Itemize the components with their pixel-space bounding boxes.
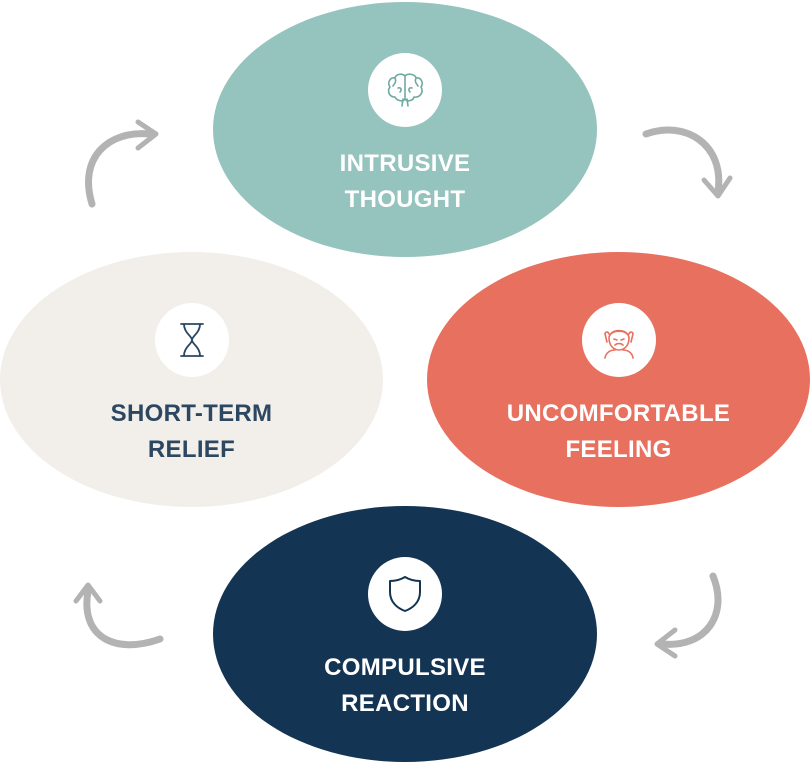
arrow-relief-to-thought-icon bbox=[85, 119, 159, 208]
node-label-line2: FEELING bbox=[565, 436, 672, 463]
node-label: SHORT-TERM RELIEF bbox=[0, 396, 383, 468]
node-intrusive-thought: INTRUSIVE THOUGHT bbox=[213, 2, 597, 257]
hourglass-icon bbox=[179, 323, 204, 357]
node-short-term-relief: SHORT-TERM RELIEF bbox=[0, 252, 383, 507]
node-label-line1: UNCOMFORTABLE bbox=[506, 400, 731, 427]
brain-icon bbox=[387, 73, 423, 107]
node-label-line1: SHORT-TERM bbox=[110, 400, 273, 427]
arrow-feeling-to-reaction-icon bbox=[654, 572, 722, 659]
icon-badge bbox=[154, 303, 229, 377]
node-label-line2: THOUGHT bbox=[344, 186, 466, 213]
shield-icon bbox=[389, 576, 421, 612]
node-label: UNCOMFORTABLE FEELING bbox=[427, 396, 810, 468]
icon-badge bbox=[368, 557, 442, 631]
arrow-thought-to-feeling-icon bbox=[642, 126, 733, 199]
node-label-line1: COMPULSIVE bbox=[324, 654, 486, 681]
distressed-face-icon bbox=[603, 329, 634, 359]
node-uncomfortable-feeling: UNCOMFORTABLE FEELING bbox=[427, 252, 810, 507]
node-label-line2: RELIEF bbox=[147, 436, 236, 463]
node-label-line2: REACTION bbox=[341, 690, 469, 717]
node-label: COMPULSIVE REACTION bbox=[213, 650, 597, 722]
node-compulsive-reaction: COMPULSIVE REACTION bbox=[213, 506, 597, 762]
icon-badge bbox=[581, 303, 656, 377]
node-label: INTRUSIVE THOUGHT bbox=[213, 146, 597, 218]
node-label-line1: INTRUSIVE bbox=[339, 150, 471, 177]
arrow-reaction-to-relief-icon bbox=[73, 582, 164, 649]
icon-badge bbox=[368, 53, 442, 127]
